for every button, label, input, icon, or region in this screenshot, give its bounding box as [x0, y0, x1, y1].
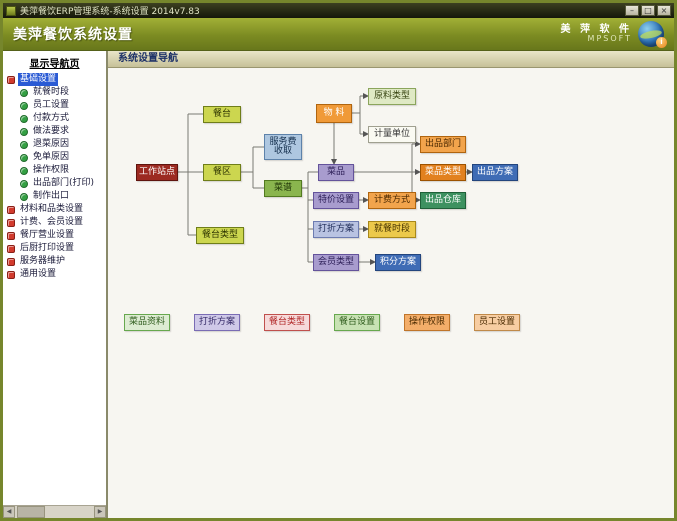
diagram-node-table[interactable]: 餐台	[203, 106, 241, 123]
diagram-node-menu[interactable]: 菜谱	[264, 180, 302, 197]
tree-item-label: 免单原因	[33, 152, 70, 162]
minimize-button[interactable]: –	[625, 5, 639, 16]
diagram-node-table-type[interactable]: 餐台类型	[196, 227, 244, 244]
diagram-node-output-dept[interactable]: 出品部门	[420, 136, 466, 153]
scroll-right-icon[interactable]: ▶	[94, 506, 106, 518]
diagram-node-permission[interactable]: 操作权限	[404, 314, 450, 331]
tree-item[interactable]: 付款方式	[3, 112, 106, 125]
diagram-node-area[interactable]: 餐区	[203, 164, 241, 181]
tree-item-label: 计费、会员设置	[20, 217, 84, 227]
diagram-node-dish-type[interactable]: 菜品类型	[420, 164, 466, 181]
brand-subtitle: MPSOFT	[587, 34, 632, 44]
tree-item-label: 制作出口	[33, 191, 70, 201]
tree-item[interactable]: 通用设置	[3, 268, 106, 281]
diagram-node-output-plan[interactable]: 出品方案	[472, 164, 518, 181]
tree-item-label: 出品部门(打印)	[33, 178, 95, 188]
scroll-left-icon[interactable]: ◀	[3, 506, 15, 518]
sidebar-title[interactable]: 显示导航页	[29, 59, 80, 70]
window-title: 美萍餐饮ERP管理系统-系统设置 2014v7.83	[20, 7, 200, 17]
category-folder-icon	[7, 218, 15, 227]
diagram-node-meal-period[interactable]: 就餐时段	[368, 221, 416, 238]
scroll-thumb[interactable]	[17, 506, 45, 518]
diagram-canvas: 工作站点餐台餐区餐台类型服务费 收取菜谱菜品特价设置打折方案会员类型积分方案物 …	[108, 68, 674, 518]
setting-item-icon	[20, 88, 28, 97]
diagram-edges	[178, 93, 473, 265]
diagram-node-special-price[interactable]: 特价设置	[313, 192, 359, 209]
tree-item-label: 员工设置	[33, 100, 70, 110]
setting-item-icon	[20, 166, 28, 175]
tree-item[interactable]: 计费、会员设置	[3, 216, 106, 229]
tree-item[interactable]: 餐厅营业设置	[3, 229, 106, 242]
diagram-node-output-warehouse[interactable]: 出品仓库	[420, 192, 466, 209]
setting-item-icon	[20, 179, 28, 188]
setting-item-icon	[20, 101, 28, 110]
setting-item-icon	[20, 127, 28, 136]
tree-item[interactable]: 材料和品类设置	[3, 203, 106, 216]
app-header: 美萍餐饮系统设置 美 萍 软 件 MPSOFT i	[3, 18, 674, 51]
tree-item-label: 付款方式	[33, 113, 70, 123]
diagram-node-dish-info[interactable]: 菜品资料	[124, 314, 170, 331]
tree-item[interactable]: 制作出口	[3, 190, 106, 203]
close-button[interactable]: ×	[657, 5, 671, 16]
diagram-node-material[interactable]: 物 料	[316, 104, 352, 123]
category-folder-icon	[7, 205, 15, 214]
tree-item[interactable]: 操作权限	[3, 164, 106, 177]
globe-logo-icon: i	[638, 21, 667, 48]
tree-item-label: 做法要求	[33, 126, 70, 136]
diagram-node-table-type-2[interactable]: 餐台类型	[264, 314, 310, 331]
diagram-node-workstation[interactable]: 工作站点	[136, 164, 178, 181]
tree-item-label: 服务器维护	[20, 256, 66, 266]
tree-item-label: 退菜原因	[33, 139, 70, 149]
tree-item[interactable]: 员工设置	[3, 99, 106, 112]
category-folder-icon	[7, 257, 15, 266]
tree-item-label: 基础设置	[18, 73, 59, 86]
tree-item-label: 通用设置	[20, 269, 57, 279]
page-title: 美萍餐饮系统设置	[13, 27, 133, 43]
tree-item-label: 就餐时段	[33, 87, 70, 97]
category-folder-icon	[7, 270, 15, 279]
brand-name: 美 萍 软 件	[560, 24, 632, 36]
setting-item-icon	[20, 140, 28, 149]
tree-item[interactable]: 出品部门(打印)	[3, 177, 106, 190]
diagram-node-discount-plan[interactable]: 打折方案	[313, 221, 359, 238]
sidebar: 显示导航页 基础设置就餐时段员工设置付款方式做法要求退菜原因免单原因操作权限出品…	[3, 51, 108, 518]
tree-item[interactable]: 后厨打印设置	[3, 242, 106, 255]
info-badge-icon: i	[656, 37, 667, 48]
tree-item[interactable]: 基础设置	[3, 73, 106, 86]
tree-item[interactable]: 做法要求	[3, 125, 106, 138]
sidebar-tree: 基础设置就餐时段员工设置付款方式做法要求退菜原因免单原因操作权限出品部门(打印)…	[3, 73, 106, 505]
diagram-node-discount-plan-2[interactable]: 打折方案	[194, 314, 240, 331]
diagram-node-unit[interactable]: 计量单位	[368, 126, 416, 143]
tree-item[interactable]: 免单原因	[3, 151, 106, 164]
tree-item[interactable]: 服务器维护	[3, 255, 106, 268]
tree-item[interactable]: 就餐时段	[3, 86, 106, 99]
diagram-node-points-plan[interactable]: 积分方案	[375, 254, 421, 271]
tree-item-label: 后厨打印设置	[20, 243, 75, 253]
diagram-node-material-type[interactable]: 原料类型	[368, 88, 416, 105]
brand-area: 美 萍 软 件 MPSOFT i	[560, 21, 667, 48]
main-panel-title: 系统设置导航	[108, 51, 674, 68]
tree-item[interactable]: 退菜原因	[3, 138, 106, 151]
diagram-node-table-setting[interactable]: 餐台设置	[334, 314, 380, 331]
title-bar: 美萍餐饮ERP管理系统-系统设置 2014v7.83 – □ ×	[3, 3, 674, 18]
tree-item-label: 操作权限	[33, 165, 70, 175]
diagram-node-service-fee[interactable]: 服务费 收取	[264, 134, 302, 160]
diagram-node-dish[interactable]: 菜品	[318, 164, 354, 181]
maximize-button[interactable]: □	[641, 5, 655, 16]
main-panel: 系统设置导航 工作站点餐台餐区餐台类型服务费 收取菜谱菜品特价设置打折方案会员类…	[108, 51, 674, 518]
tree-item-label: 材料和品类设置	[20, 204, 84, 214]
tree-item-label: 餐厅营业设置	[20, 230, 75, 240]
setting-item-icon	[20, 192, 28, 201]
category-folder-icon	[7, 75, 15, 84]
diagram-node-member-type[interactable]: 会员类型	[313, 254, 359, 271]
diagram-node-billing-method[interactable]: 计费方式	[368, 192, 416, 209]
app-icon	[6, 5, 16, 16]
window-body: 显示导航页 基础设置就餐时段员工设置付款方式做法要求退菜原因免单原因操作权限出品…	[3, 51, 674, 518]
category-folder-icon	[7, 244, 15, 253]
horizontal-scrollbar[interactable]: ◀ ▶	[3, 505, 106, 518]
setting-item-icon	[20, 114, 28, 123]
setting-item-icon	[20, 153, 28, 162]
category-folder-icon	[7, 231, 15, 240]
diagram-node-staff-setting[interactable]: 员工设置	[474, 314, 520, 331]
